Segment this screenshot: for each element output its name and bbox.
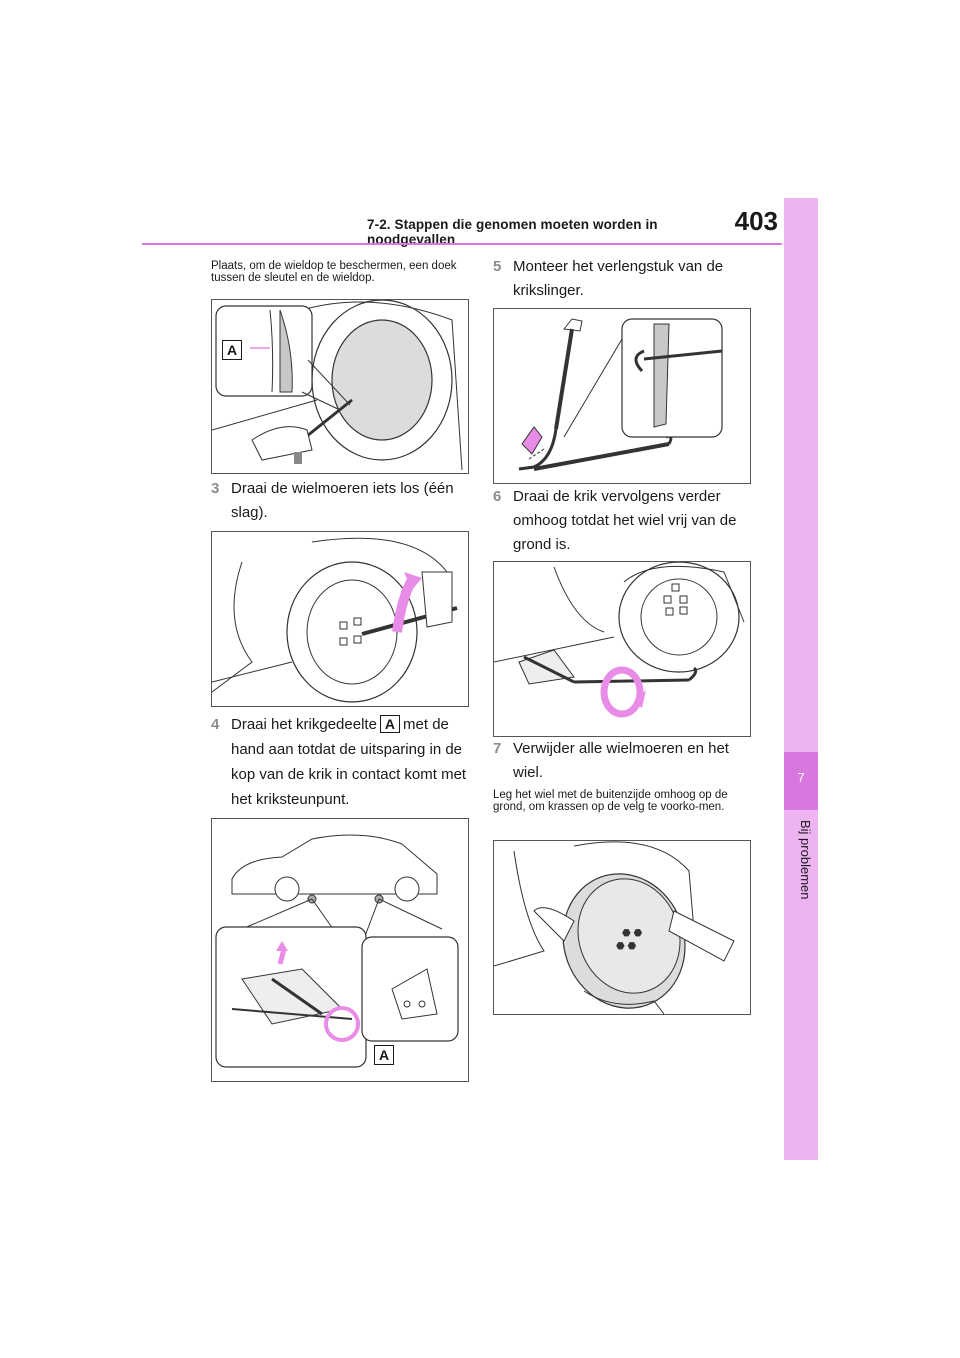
step-number: 5: [493, 258, 502, 275]
chapter-tab-active: [784, 752, 818, 810]
step-text: hand aan totdat de uitsparing in de: [231, 741, 463, 758]
step-text: grond is.: [513, 536, 571, 553]
figure-handle-extension: [493, 308, 751, 484]
figure-loosen-nuts: [211, 531, 469, 707]
step-text: Monteer het verlengstuk van de: [513, 258, 724, 275]
step-number: 6: [493, 488, 502, 505]
callout-a: A: [374, 1045, 394, 1065]
figure-raise-jack: [493, 561, 751, 737]
step-text: wiel.: [513, 764, 544, 781]
note-wheel-placement: Leg het wiel met de buitenzijde omhoog o…: [493, 789, 728, 813]
chapter-label: Bij problemen: [798, 820, 813, 900]
figure-wrench-wheel-cap: A: [211, 299, 469, 474]
chapter-tab: [784, 198, 818, 1160]
step-text: Verwijder alle wielmoeren en het: [513, 740, 729, 757]
note-wheel-cap: Plaats, om de wieldop te beschermen, een…: [211, 260, 457, 284]
step-text-before: Draai het krikgedeelte: [231, 716, 377, 733]
page-number: 403: [734, 206, 778, 236]
callout-a: A: [222, 340, 242, 360]
header-rule: [142, 243, 782, 245]
figure-jack-placement: A: [211, 818, 469, 1082]
step-text: Draai de wielmoeren iets los (één: [231, 480, 454, 497]
step-6: 6 Draai de krik vervolgens verder omhoog…: [493, 485, 749, 560]
step-text-after: met de: [403, 716, 449, 733]
chapter-number: 7: [797, 770, 805, 785]
step-text: Draai de krik vervolgens verder: [513, 488, 721, 505]
step-text: omhoog totdat het wiel vrij van de: [513, 512, 737, 529]
step-3: 3 Draai de wielmoeren iets los (één slag…: [211, 477, 467, 527]
step-text: het kriksteunpunt.: [231, 791, 350, 808]
step-text: kop van de krik in contact komt met: [231, 766, 467, 783]
step-7: 7 Verwijder alle wielmoeren en het wiel.: [493, 737, 749, 787]
step-text: krikslinger.: [513, 282, 584, 299]
callout-a: A: [379, 715, 401, 733]
svg-text:⬣ ⬣: ⬣ ⬣: [616, 941, 637, 952]
svg-text:⬣ ⬣: ⬣ ⬣: [622, 928, 643, 939]
step-number: 7: [493, 740, 502, 757]
step-5: 5 Monteer het verlengstuk van de kriksli…: [493, 255, 749, 305]
step-number: 3: [211, 480, 220, 497]
step-text: slag).: [231, 504, 268, 521]
step-number: 4: [211, 716, 220, 733]
figure-remove-wheel: ⬣ ⬣ ⬣ ⬣: [493, 840, 751, 1015]
